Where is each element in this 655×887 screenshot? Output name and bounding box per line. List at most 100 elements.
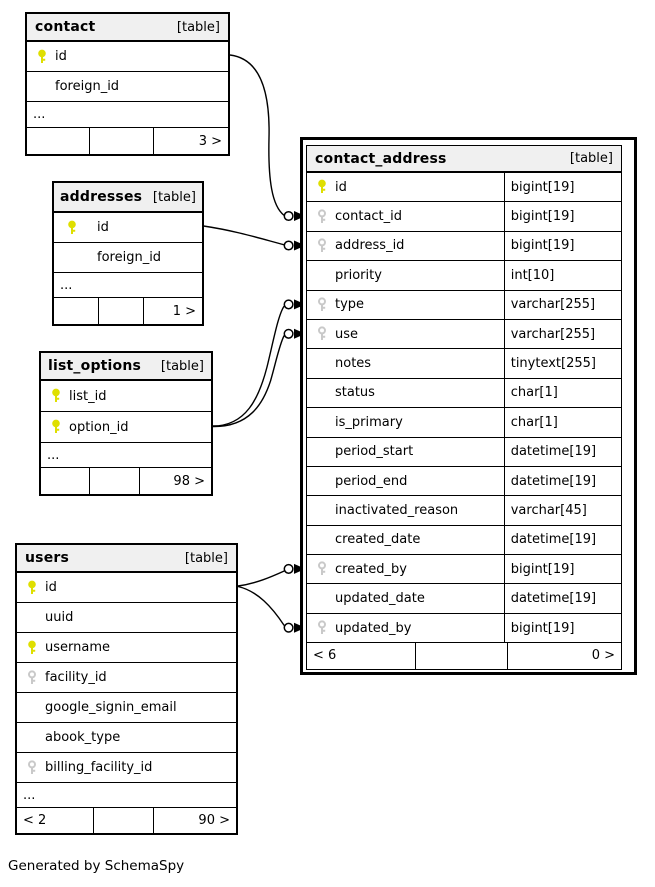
column-name: notes [335, 356, 372, 372]
foreign-key-icon [316, 208, 328, 225]
primary-key-icon [50, 388, 62, 404]
table-footer: < 6 0 > [307, 641, 621, 669]
more-columns-ellipsis: ... [27, 102, 228, 128]
table-contact-address-title[interactable]: contact_address [315, 150, 447, 167]
column-row-notes: notes tinytext[255] [307, 349, 621, 379]
footer-parents-count[interactable]: < 2 [17, 808, 94, 833]
column-type: bigint[19] [510, 561, 575, 577]
column-type: datetime[19] [510, 444, 597, 460]
column-row-address-id: address_id bigint[19] [307, 231, 621, 262]
column-name: updated_date [335, 591, 425, 607]
footer-cell [54, 298, 99, 324]
edge-users-id-to-updated-by [237, 585, 306, 633]
foreign-key-icon [316, 297, 328, 313]
table-tag: [table] [184, 550, 228, 566]
column-row-username: username [17, 633, 236, 663]
table-addresses-header: addresses [table] [54, 183, 202, 213]
column-type: bigint[19] [510, 209, 575, 225]
column-type: bigint[19] [510, 179, 575, 195]
column-name: id [97, 220, 109, 235]
column-row-google-signin-email: google_signin_email [17, 693, 236, 723]
footer-children-count[interactable]: 1 > [172, 303, 196, 319]
foreign-key-icon [26, 669, 38, 686]
table-addresses[interactable]: addresses [table] id foreign_id ... 1 > [52, 181, 204, 326]
column-name: priority [335, 267, 382, 283]
column-row-status: status char[1] [307, 378, 621, 409]
foreign-key-icon [26, 759, 38, 776]
table-tag: [table] [152, 189, 196, 205]
table-list-options-title[interactable]: list_options [48, 358, 142, 374]
table-list-options[interactable]: list_options [table] list_id option_id .… [39, 351, 213, 496]
column-name: id [335, 179, 347, 195]
column-row-contact-id: contact_id bigint[19] [307, 202, 621, 232]
column-name: inactivated_reason [335, 502, 459, 518]
table-contact[interactable]: contact [table] id foreign_id ... 3 > [25, 12, 230, 156]
column-type: char[1] [510, 414, 558, 430]
column-row-id: id [17, 573, 236, 603]
edge-list-options-option-id-to-use [212, 328, 306, 428]
table-contact-title[interactable]: contact [35, 19, 96, 35]
table-contact-address-header: contact_address [table] [307, 146, 621, 173]
column-row-facility-id: facility_id [17, 663, 236, 693]
column-name: use [335, 326, 359, 342]
column-name: uuid [45, 610, 74, 625]
column-row-use: use varchar[255] [307, 319, 621, 350]
column-name: contact_id [335, 209, 403, 225]
column-type: varchar[255] [510, 297, 596, 313]
column-row-list-id: list_id [41, 381, 211, 412]
column-name: id [45, 580, 57, 595]
more-columns-ellipsis: ... [54, 273, 202, 298]
footer-children-count[interactable]: 3 > [198, 133, 222, 149]
table-contact-address[interactable]: contact_address [table] id bigint[19] [306, 145, 622, 670]
column-name: billing_facility_id [45, 760, 153, 775]
column-type: int[10] [510, 267, 555, 283]
column-row-period-end: period_end datetime[19] [307, 466, 621, 497]
table-footer: 98 > [41, 468, 211, 494]
column-name: id [55, 49, 67, 64]
footer-children-count[interactable]: 0 > [591, 648, 615, 664]
column-name: address_id [335, 238, 405, 254]
footer-parents-count[interactable]: < 6 [307, 642, 416, 669]
table-contact-address-frame: contact_address [table] id bigint[19] [300, 137, 637, 675]
footer-cell [99, 298, 144, 324]
table-tag: [table] [569, 151, 613, 166]
table-footer: 1 > [54, 298, 202, 324]
table-footer: < 2 90 > [17, 808, 236, 833]
primary-key-icon [26, 580, 38, 596]
table-tag: [table] [160, 358, 204, 374]
primary-key-icon [36, 49, 48, 65]
table-users[interactable]: users [table] id uuid username facility_… [15, 543, 238, 835]
column-row-billing-facility-id: billing_facility_id [17, 753, 236, 783]
column-row-option-id: option_id [41, 412, 211, 443]
primary-key-icon [66, 220, 78, 236]
table-addresses-title[interactable]: addresses [60, 189, 143, 205]
footer-cell [94, 808, 154, 833]
table-users-title[interactable]: users [25, 550, 70, 566]
footer-cell [27, 128, 90, 154]
column-type: bigint[19] [510, 620, 575, 636]
footer-children-count[interactable]: 90 > [198, 813, 230, 828]
column-row-created-date: created_date datetime[19] [307, 525, 621, 556]
column-type: datetime[19] [510, 473, 597, 489]
column-name: type [335, 297, 365, 313]
column-row-created-by: created_by bigint[19] [307, 555, 621, 585]
column-name: status [335, 385, 375, 401]
column-name: option_id [69, 419, 129, 435]
footer-cell [90, 128, 154, 154]
column-name: facility_id [45, 670, 107, 685]
column-type: datetime[19] [510, 591, 597, 607]
footer-cell [90, 468, 140, 494]
footer-children-count[interactable]: 98 > [173, 473, 205, 489]
column-row-foreign-id: foreign_id [27, 72, 228, 102]
column-name: foreign_id [55, 79, 120, 94]
column-type: varchar[255] [510, 326, 596, 342]
primary-key-icon [26, 640, 38, 656]
column-type: tinytext[255] [510, 356, 596, 372]
column-row-id: id bigint[19] [307, 173, 621, 203]
column-type: char[1] [510, 385, 558, 401]
column-name: google_signin_email [45, 700, 177, 715]
column-name: is_primary [335, 414, 403, 430]
column-name: updated_by [335, 620, 412, 636]
column-row-type: type varchar[255] [307, 290, 621, 320]
edge-users-id-to-created-by [237, 563, 306, 587]
